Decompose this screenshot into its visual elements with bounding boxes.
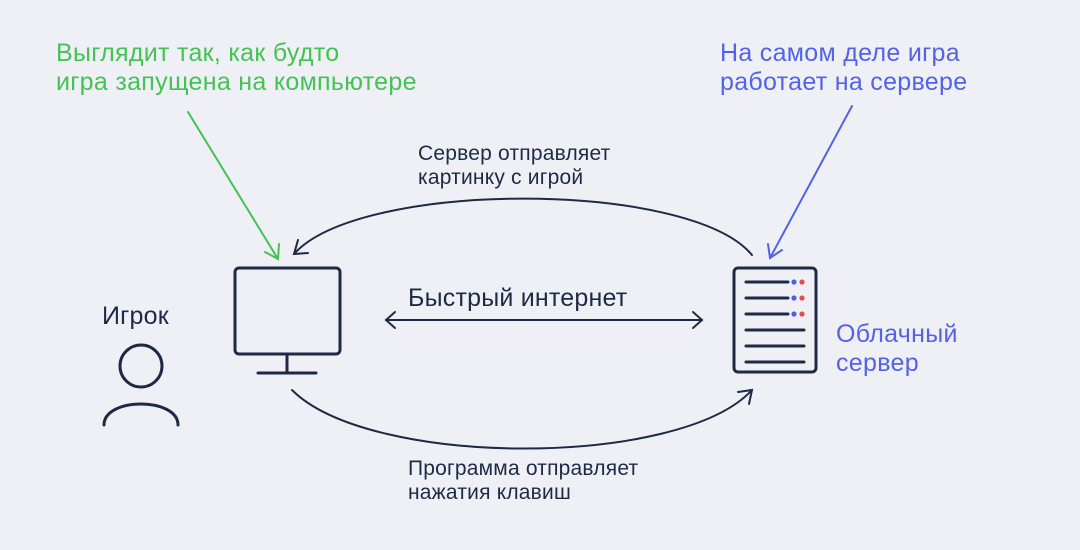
- top-curve-arrow: [292, 197, 753, 256]
- user-icon: [102, 343, 180, 427]
- server-led-indicators: [791, 279, 805, 317]
- server-sends-label: Сервер отправляет картинку с игрой: [418, 142, 611, 190]
- actually-label: На самом деле игра работает на сервере: [720, 39, 968, 96]
- server-icon: [732, 266, 818, 374]
- green-pointer-arrow: [187, 111, 280, 261]
- program-sends-label: Программа отправляет нажатия клавиш: [408, 457, 639, 505]
- monitor-icon: [233, 266, 342, 375]
- fast-internet-label: Быстрый интернет: [408, 284, 628, 312]
- player-label: Игрок: [102, 302, 169, 330]
- looks-like-label: Выглядит так, как будто игра запущена на…: [56, 39, 417, 96]
- fast-internet-arrow: [384, 311, 704, 329]
- blue-pointer-arrow: [767, 105, 853, 260]
- cloud-server-label: Облачный сервер: [836, 320, 958, 377]
- bottom-curve-arrow: [291, 388, 754, 450]
